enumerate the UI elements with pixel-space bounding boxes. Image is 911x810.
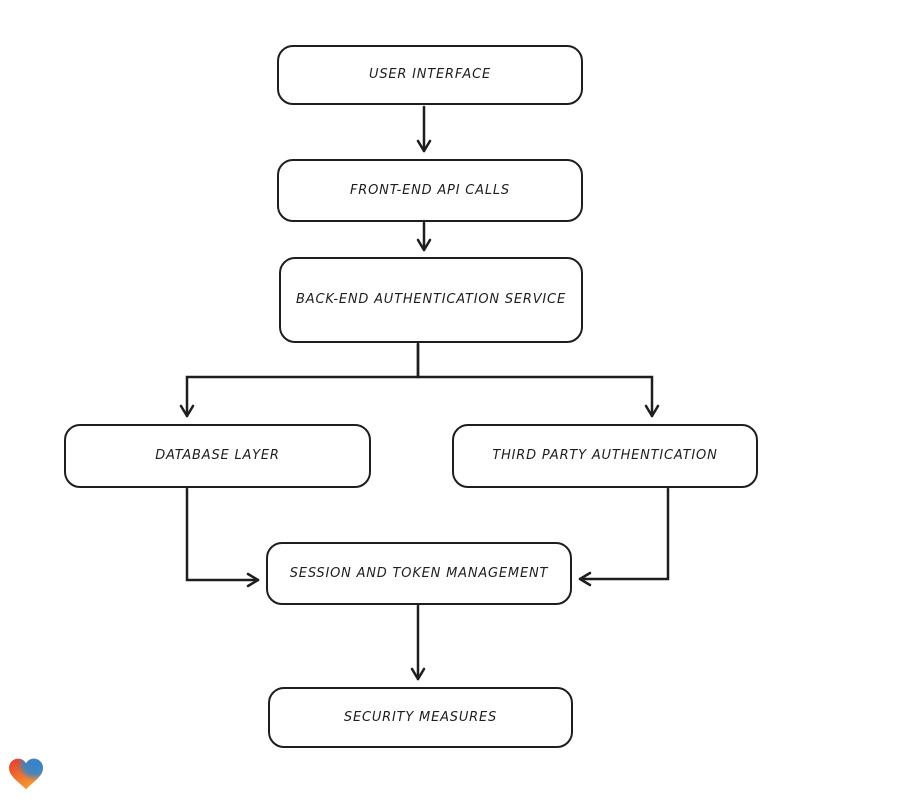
edge-database-to-session [185,487,260,588]
node-label: DATABASE LAYER [155,448,280,463]
node-label: BACK-END AUTHENTICATION SERVICE [296,292,566,307]
node-label: SESSION AND TOKEN MANAGEMENT [289,565,549,581]
node-front-end-api-calls[interactable]: FRONT-END API CALLS [277,159,583,222]
node-label: USER INTERFACE [369,67,491,82]
node-user-interface[interactable]: USER INTERFACE [277,45,583,105]
node-label: THIRD PARTY AUTHENTICATION [492,448,718,463]
node-label: SECURITY MEASURES [343,709,498,725]
heart-logo-icon [9,758,43,790]
edge-third-party-to-session [578,487,670,587]
node-session-and-token-management[interactable]: SESSION AND TOKEN MANAGEMENT [266,542,572,605]
node-back-end-authentication-service[interactable]: BACK-END AUTHENTICATION SERVICE [279,257,583,343]
node-security-measures[interactable]: SECURITY MEASURES [268,687,573,748]
node-database-layer[interactable]: DATABASE LAYER [64,424,371,488]
node-label: FRONT-END API CALLS [350,182,510,198]
edge-back-end-to-database [179,342,420,418]
node-third-party-authentication[interactable]: THIRD PARTY AUTHENTICATION [452,424,758,488]
edge-back-end-to-third-party [416,342,660,418]
